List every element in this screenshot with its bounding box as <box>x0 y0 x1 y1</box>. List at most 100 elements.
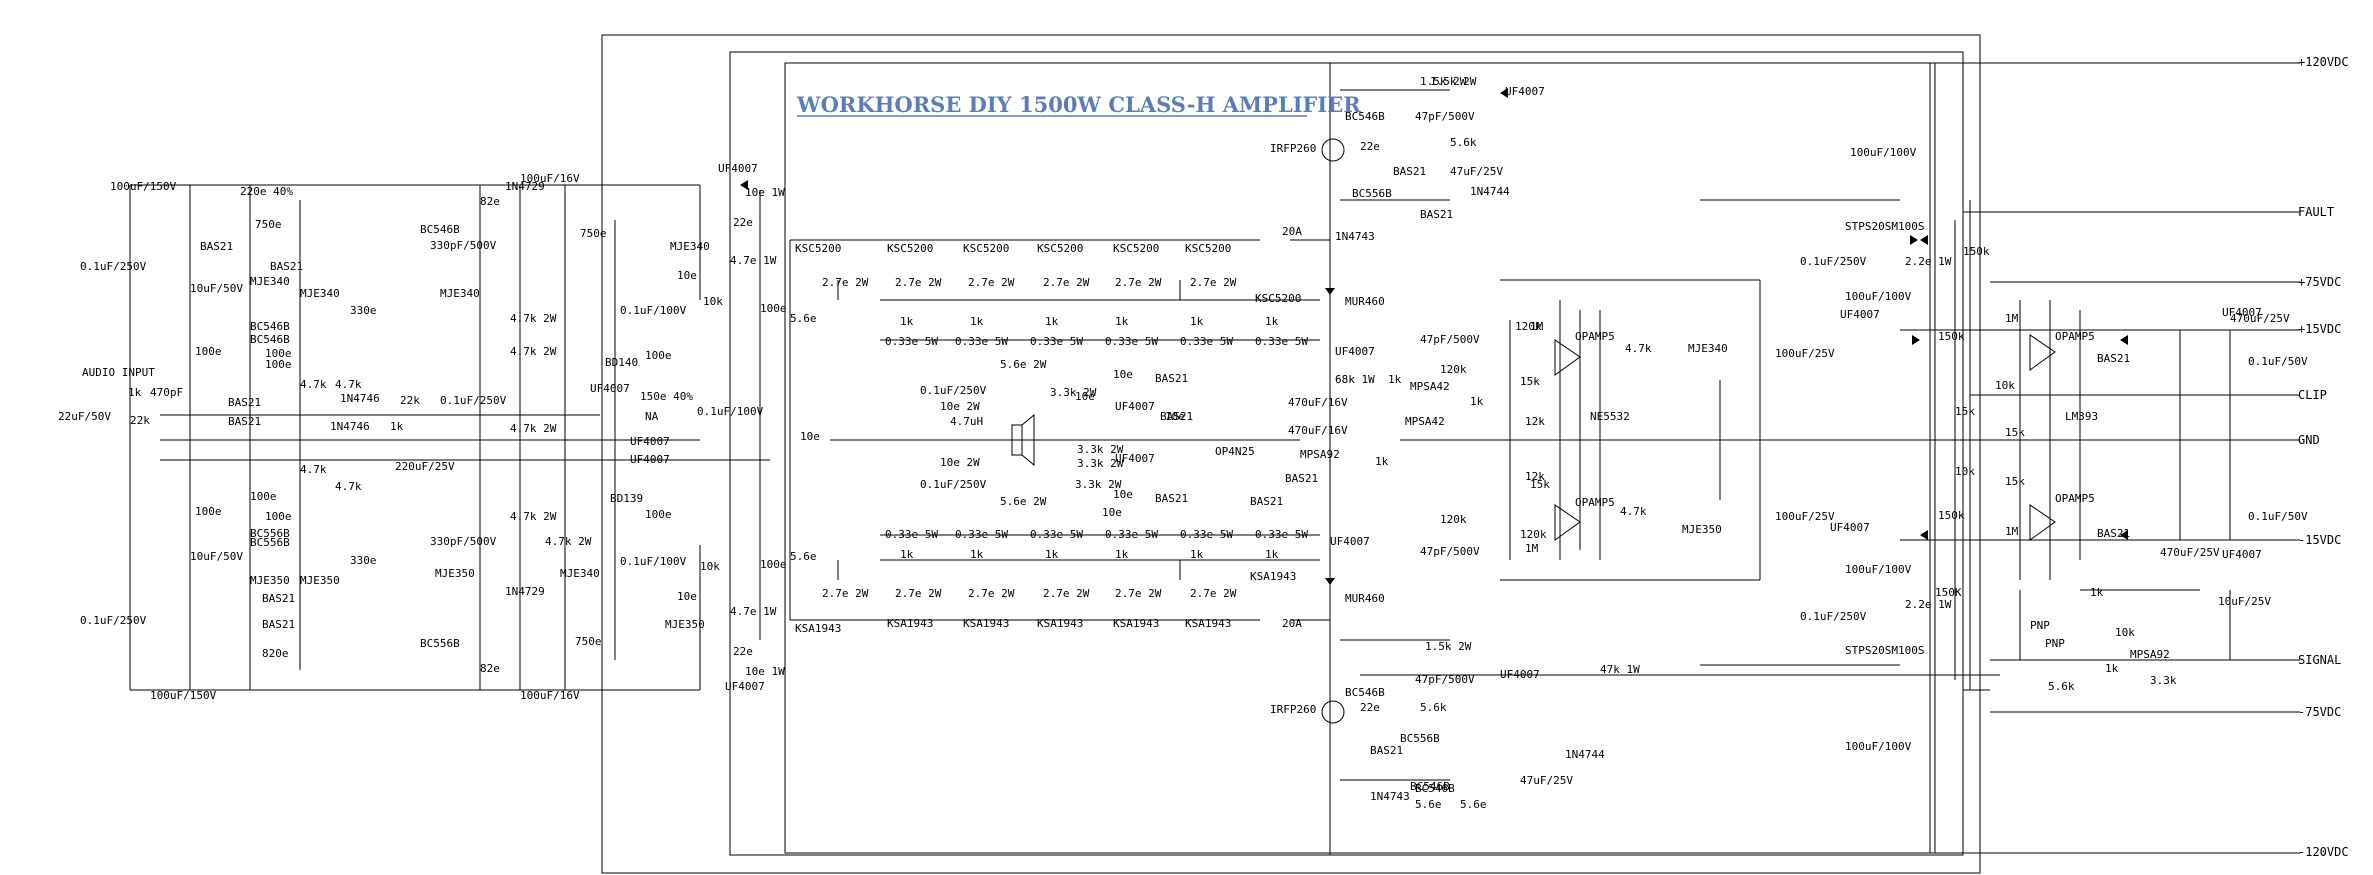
output-stage-component-label: KSA1943 <box>1037 617 1083 630</box>
clip-detect-component-label: PNP <box>2045 637 2065 650</box>
driver-stage-component-label: BD140 <box>605 356 638 369</box>
left-stage-component-label: 4.7k 2W <box>545 535 592 548</box>
schematic-title: WORKHORSE DIY 1500W CLASS-H AMPLIFIER <box>796 92 1361 117</box>
output-stage-component-label: KSA1943 <box>963 617 1009 630</box>
output-stage-component-label: 1k <box>1265 548 1279 561</box>
speaker-symbol <box>1011 413 1035 467</box>
left-stage-component-label: BAS21 <box>228 396 261 409</box>
output-stage-component-label: 10e <box>1165 410 1185 423</box>
rail-switch-component-label: IRFP260 <box>1270 703 1316 716</box>
output-stage-component-label: 2.7e 2W <box>1190 276 1237 289</box>
protection-component-label: 100uF/25V <box>1775 510 1835 523</box>
output-stage-component-label: 1k <box>970 548 984 561</box>
rail-label-minus-15: -15VDC <box>2298 533 2341 547</box>
rail-switch-component-label: BAS21 <box>1393 165 1426 178</box>
rectifier-component-label: 100uF/100V <box>1845 740 1912 753</box>
driver-stage-component-label: UF4007 <box>725 680 765 693</box>
rectifier-component-label: 0.1uF/250V <box>1800 255 1867 268</box>
clip-detect-component-label: PNP <box>2030 619 2050 632</box>
clip-detect-component-label: OPAMP5 <box>2055 330 2095 343</box>
left-stage-component-label: BAS21 <box>200 240 233 253</box>
left-stage-component-label: MJE350 <box>435 567 475 580</box>
protection-component-label: 120k <box>1440 513 1467 526</box>
left-stage-component-label: BAS21 <box>262 592 295 605</box>
clip-detect-component-label: BAS21 <box>2097 527 2130 540</box>
rail-switch-component-label: 1k <box>1375 455 1389 468</box>
driver-stage-component-label: 22e <box>733 645 753 658</box>
driver-stage-component-label: UF4007 <box>590 382 630 395</box>
rail-switch-component-label: 47pF/500V <box>1415 110 1475 123</box>
rail-label-plus-120: +120VDC <box>2298 55 2349 69</box>
clip-detect-component-label: 1M <box>2005 525 2019 538</box>
rectifier-component-label: 150k <box>1963 245 1990 258</box>
driver-stage-component-label: 5.6e <box>790 312 817 325</box>
left-stage-component-label: BC546B <box>420 223 460 236</box>
left-stage-component-label: BAS21 <box>270 260 303 273</box>
rail-label-plus-75: +75VDC <box>2298 275 2341 289</box>
rail-switch-component-label: BC546B <box>1345 110 1385 123</box>
output-stage-component-label: 0.33e 5W <box>1255 335 1308 348</box>
left-stage-component-label: 100e <box>265 358 292 371</box>
output-stage-component-label: KSC5200 <box>795 242 841 255</box>
output-stage-component-label: 1k <box>1190 315 1204 328</box>
rail-switch-component-label: UF4007 <box>1335 345 1375 358</box>
protection-component-label: MJE340 <box>1688 342 1728 355</box>
rail-switch-component-label: UF4007 <box>1500 668 1540 681</box>
clip-detect-component-label: 0.1uF/50V <box>2248 355 2308 368</box>
output-stage-component-label: 2.7e 2W <box>895 276 942 289</box>
output-stage-component-label: 0.33e 5W <box>1030 335 1083 348</box>
rectifier-component-label: 150K <box>1935 586 1962 599</box>
output-stage-component-label: 0.33e 5W <box>885 528 938 541</box>
output-stage-component-label: BAS21 <box>1155 492 1188 505</box>
protection-component-label: 47pF/500V <box>1420 333 1480 346</box>
left-stage-component-label: 22k <box>400 394 420 407</box>
driver-stage-component-label: 10e <box>677 269 697 282</box>
left-stage-component-label: 4.7k 2W <box>510 312 557 325</box>
output-stage-component-label: 1k <box>900 548 914 561</box>
output-stage-component-label: 0.33e 5W <box>1180 528 1233 541</box>
clip-detect-component-label: 1k <box>2090 586 2104 599</box>
left-stage-component-label: 4.7k 2W <box>510 345 557 358</box>
output-stage-component-label: 0.33e 5W <box>1105 335 1158 348</box>
clip-detect-component-label: 1k <box>2105 662 2119 675</box>
left-stage-component-label: BC556B <box>420 637 460 650</box>
left-stage-component-label: 220e 40% <box>240 185 293 198</box>
left-stage-component-label: 100uF/150V <box>150 689 217 702</box>
output-stage-component-label: BAS21 <box>1250 495 1283 508</box>
clip-detect-component-label: 150k <box>1938 509 1965 522</box>
clip-detect-component-label: BAS21 <box>2097 352 2130 365</box>
output-stage-component-label: 1k <box>900 315 914 328</box>
output-stage-component-label: BAS21 <box>1160 410 1193 423</box>
clip-detect-component-label: 0.1uF/50V <box>2248 510 2308 523</box>
protection-component-label: 15k <box>1530 478 1550 491</box>
rectifier-component-label: 47k 1W <box>1600 663 1640 676</box>
driver-stage-component-label: 100e <box>760 302 787 315</box>
output-stage-component-label: 10e <box>1102 506 1122 519</box>
rail-label-clip: CLIP <box>2298 388 2327 402</box>
output-stage-component-label: 0.1uF/250V <box>920 384 987 397</box>
output-stage-component-label: 3.3k 2W <box>1077 443 1124 456</box>
left-stage-component-label: MJE340 <box>440 287 480 300</box>
rail-switch-component-label: 1N4744 <box>1565 748 1605 761</box>
rail-switch-component-label: 1N4743 <box>1335 230 1375 243</box>
driver-stage-component-label: 4.7e 1W <box>730 254 777 267</box>
left-stage-component-label: 330e <box>350 554 377 567</box>
driver-stage-component-label: 10e <box>677 590 697 603</box>
rail-switch-component-label: 47uF/25V <box>1450 165 1503 178</box>
left-stage-component-label: 100e <box>250 490 277 503</box>
driver-stage-component-label: 4.7e 1W <box>730 605 777 618</box>
protection-component-label: 100uF/25V <box>1775 347 1835 360</box>
output-stage-component-label: 10e <box>1113 368 1133 381</box>
left-stage-component-label: MJE340 <box>250 275 290 288</box>
rail-switch-component-label: UF4007 <box>1330 535 1370 548</box>
left-stage-component-label: 0.1uF/250V <box>80 260 147 273</box>
driver-stage-component-label: BD139 <box>610 492 643 505</box>
output-stage-component-label: KSC5200 <box>887 242 933 255</box>
clip-detect-component-label: UF4007 <box>2222 306 2262 319</box>
output-stage-component-label: 2.7e 2W <box>968 587 1015 600</box>
clip-detect-component-label: 3.3k <box>2150 674 2177 687</box>
left-stage-component-label: 750e <box>580 227 607 240</box>
